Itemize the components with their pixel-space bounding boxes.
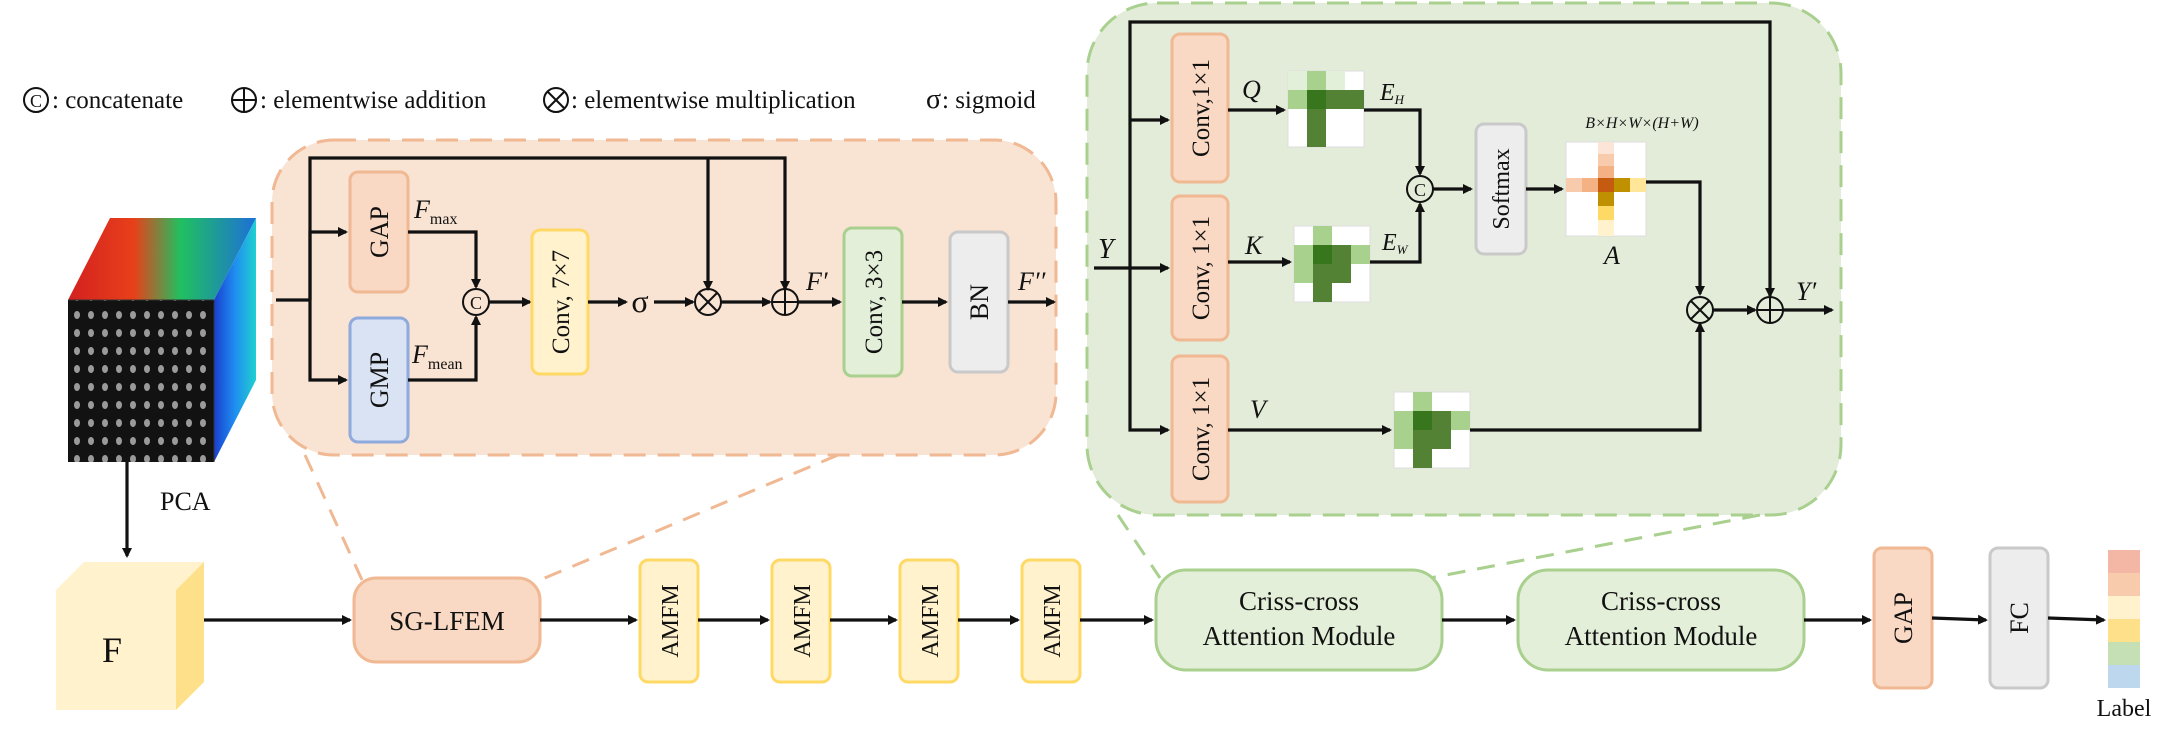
concat-symbol-icon [23, 87, 49, 113]
cca-1-line2: Attention Module [1203, 621, 1396, 651]
f-max-label: Fmax [413, 195, 457, 228]
cca-2-line1: Criss-cross [1601, 586, 1721, 616]
svg-text:C: C [1414, 180, 1426, 200]
cca-q-grid [1287, 70, 1365, 148]
cca-k-label: K [1244, 231, 1264, 260]
cca-block-1 [1154, 568, 1444, 672]
cca-2-line2: Attention Module [1565, 621, 1758, 651]
sg-conv7-label: Conv, 7×7 [548, 250, 575, 354]
cca-k-grid [1293, 225, 1371, 303]
amfm-label-1: AMFM [658, 584, 684, 657]
output-label: Label [2097, 696, 2152, 722]
amfm-label-2: AMFM [790, 584, 816, 657]
amfm-label-3: AMFM [918, 584, 944, 657]
cca-a-label: A [1602, 241, 1620, 270]
f-label: F [102, 630, 122, 670]
cca-conv-k-label: Conv, 1×1 [1188, 216, 1215, 320]
sg-lfem-label: SG-LFEM [389, 606, 505, 636]
mul-symbol-icon [543, 87, 569, 113]
feature-cube-f: F [56, 562, 204, 710]
fc-label: FC [2005, 602, 2034, 634]
cca-y-prime-label: Y′ [1796, 277, 1816, 306]
cca-dims-label: B×H×W×(H+W) [1585, 115, 1698, 132]
concat-text: : concatenate [52, 87, 183, 114]
f-prime-label: F′ [805, 267, 828, 296]
cca-y-label: Y [1098, 234, 1117, 265]
svg-text:C: C [470, 293, 482, 313]
amfm-label-4: AMFM [1040, 584, 1066, 657]
cca-attention-map [1565, 141, 1647, 237]
add-text: : elementwise addition [260, 87, 487, 114]
f-dprime-label: F′′ [1017, 267, 1046, 296]
concat-symbol: C [30, 91, 42, 111]
cca-v-label: V [1250, 395, 1269, 424]
cca-v-grid [1393, 391, 1471, 469]
sg-sigma-op: σ [631, 283, 648, 319]
cca-softmax-label: Softmax [1489, 148, 1515, 229]
cca-1-line1: Criss-cross [1239, 586, 1359, 616]
cca-detail-panel [1085, 1, 1843, 517]
sg-conv3-label: Conv, 3×3 [861, 250, 888, 354]
hsi-cube-image [68, 218, 256, 462]
cca-conv-k-block [1170, 194, 1230, 342]
sg-gmp-label: GMP [365, 352, 394, 408]
sigma-text: : sigmoid [942, 87, 1036, 114]
cca-eh-label: EH [1379, 80, 1405, 107]
final-gap-label: GAP [1889, 592, 1918, 644]
sg-bn-label: BN [965, 284, 994, 320]
sigma-symbol: σ [926, 84, 941, 115]
cca-conv-q-block [1170, 32, 1230, 184]
sg-gap-label: GAP [365, 206, 394, 258]
f-mean-label: Fmean [411, 340, 463, 373]
pca-label: PCA [160, 487, 211, 516]
mul-text: : elementwise multiplication [571, 87, 856, 114]
cca-block-2 [1516, 568, 1806, 672]
cca-conv-q-label: Conv,1×1 [1188, 59, 1215, 157]
cca-conv-v-label: Conv, 1×1 [1188, 377, 1215, 481]
legend: C : concatenate : elementwise addition :… [23, 84, 1036, 115]
cca-ew-label: EW [1381, 230, 1409, 257]
label-output-bar [2108, 550, 2140, 688]
cca-q-label: Q [1242, 75, 1261, 104]
